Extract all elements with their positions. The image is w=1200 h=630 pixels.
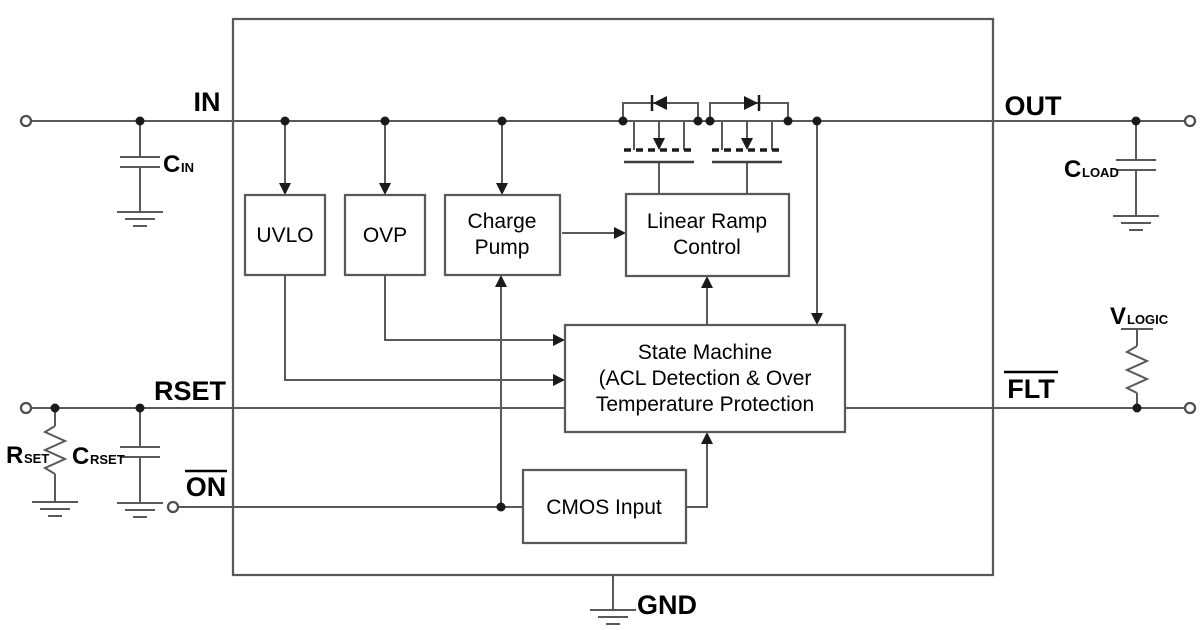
pass-fet-pair [622, 95, 789, 194]
junction-dot [380, 116, 390, 126]
ovp-box [343, 193, 427, 277]
chargepump-to-linearramp-arrowhead-icon [614, 227, 626, 239]
in-pin-label: IN [194, 87, 221, 117]
fet-left-body-arrow-icon [653, 138, 665, 150]
flt-net [845, 401, 1197, 415]
state-machine-label-line1: State Machine [638, 341, 772, 364]
on-pin-label: ON [186, 472, 227, 502]
ovp-block: OVP [343, 193, 427, 277]
linear-ramp-block: Linear Ramp Control [624, 192, 791, 278]
junction-dot [812, 116, 822, 126]
v-logic-label: V [1110, 303, 1126, 330]
charge-pump-label-line1: Charge [468, 210, 537, 233]
c-load-ground-icon [1113, 215, 1159, 231]
component-labels: C IN C LOAD R SET C RSET V LOGIC [6, 151, 1169, 470]
cmos-input-box [521, 468, 688, 545]
r-set-label-subscript: SET [24, 451, 49, 466]
junction-dot [618, 116, 628, 126]
state-machine-block: State Machine (ACL Detection & Over Temp… [563, 323, 847, 434]
r-set-ground-icon [32, 501, 78, 517]
ovp-label: OVP [363, 224, 407, 247]
junction-dot [496, 502, 506, 512]
charge-pump-box [443, 193, 562, 277]
r-set-zigzag-icon [42, 425, 68, 475]
v-logic-pullup [1121, 328, 1153, 408]
v-logic-label-subscript: LOGIC [1127, 312, 1169, 327]
gnd-ground-icon [590, 609, 636, 625]
in-terminal [19, 114, 33, 128]
linear-ramp-label-line1: Linear Ramp [647, 210, 767, 233]
rset-net [19, 401, 565, 415]
in-to-chargepump-arrowhead-icon [496, 183, 508, 195]
diode-left-icon [653, 96, 667, 110]
diode-right-icon [744, 96, 758, 110]
charge-pump-block: Charge Pump [443, 193, 562, 277]
junction-dot [1131, 116, 1141, 126]
c-rset-capacitor [117, 408, 163, 518]
pin-labels: IN OUT RSET ON FLT GND [154, 87, 1062, 620]
uvlo-box [243, 193, 327, 277]
junction-dot [693, 116, 703, 126]
linear-ramp-label-line2: Control [673, 236, 741, 259]
on-terminal [166, 500, 180, 514]
cmos-input-label: CMOS Input [546, 496, 662, 519]
v-logic-zigzag-icon [1124, 345, 1150, 394]
gnd-pin [590, 575, 636, 625]
charge-pump-label-line2: Pump [475, 236, 530, 259]
junction-dot [705, 116, 715, 126]
uvlo-label: UVLO [256, 224, 313, 247]
cmos-to-statemachine-wire [686, 443, 708, 508]
in-to-ovp-arrowhead-icon [379, 183, 391, 195]
junction-dot [1132, 403, 1142, 413]
state-machine-label-line2: (ACL Detection & Over [599, 367, 812, 390]
c-in-capacitor [117, 121, 163, 227]
uvlo-block: UVLO [243, 193, 327, 277]
junction-dot [135, 116, 145, 126]
c-in-label: C [163, 151, 180, 178]
uvlo-to-statemachine-arrowhead-icon [553, 374, 565, 386]
flt-terminal [1183, 401, 1197, 415]
c-rset-label: C [72, 443, 89, 470]
out-pin-label: OUT [1005, 91, 1063, 121]
cmos-to-statemachine-arrowhead-icon [701, 432, 713, 444]
junction-dots [50, 116, 1142, 512]
junction-dot [50, 403, 60, 413]
c-rset-label-subscript: RSET [90, 452, 125, 467]
junction-dot [783, 116, 793, 126]
out-sense-arrowhead-icon [811, 313, 823, 325]
junction-dot [135, 403, 145, 413]
gnd-pin-label: GND [637, 590, 697, 620]
flt-pin-label: FLT [1007, 374, 1055, 404]
c-load-label-subscript: LOAD [1082, 165, 1119, 180]
linear-ramp-box [624, 192, 791, 278]
junction-dot [497, 116, 507, 126]
c-rset-ground-icon [117, 502, 163, 518]
rset-pin-label: RSET [154, 376, 227, 406]
on-to-chargepump-arrowhead-icon [495, 275, 507, 287]
internal-wires [279, 121, 823, 508]
ovp-to-statemachine-arrowhead-icon [553, 334, 565, 346]
r-set-label: R [6, 442, 23, 469]
rset-terminal [19, 401, 33, 415]
in-to-uvlo-arrowhead-icon [279, 183, 291, 195]
out-terminal [1183, 114, 1197, 128]
uvlo-to-statemachine-wire [284, 275, 554, 381]
c-in-ground-icon [117, 211, 163, 227]
c-load-capacitor [1113, 121, 1159, 231]
in-out-net [19, 114, 1197, 128]
ovp-to-statemachine-wire [384, 275, 554, 341]
statemachine-to-linearramp-arrowhead-icon [701, 276, 713, 288]
fet-right-body-arrow-icon [741, 138, 753, 150]
c-in-plates-icon [120, 156, 160, 168]
c-in-label-subscript: IN [181, 160, 194, 175]
cmos-input-block: CMOS Input [521, 468, 688, 545]
state-machine-label-line3: Temperature Protection [596, 393, 814, 416]
c-load-label: C [1064, 156, 1081, 183]
on-net [166, 500, 523, 514]
junction-dot [280, 116, 290, 126]
c-load-plates-icon [1116, 159, 1156, 171]
c-rset-plates-icon [120, 446, 160, 458]
state-machine-box [563, 323, 847, 434]
